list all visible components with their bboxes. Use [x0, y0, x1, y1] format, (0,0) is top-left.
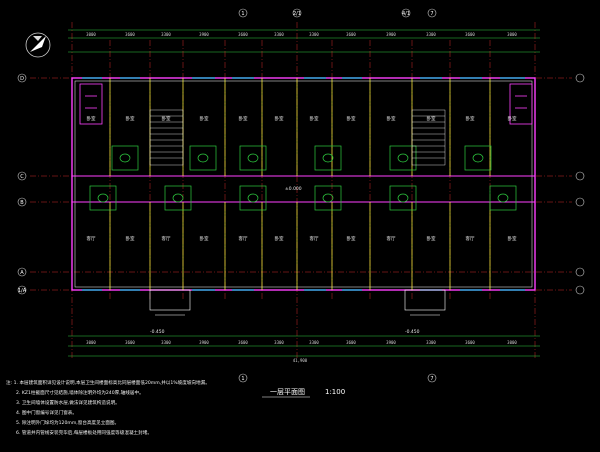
dimension-text: 3900 [199, 340, 209, 345]
windows [82, 77, 525, 291]
top-dimension-lines [68, 29, 540, 53]
room-label: 客厅 [387, 235, 396, 242]
dimension-text: 3900 [199, 32, 209, 37]
room-label: 客厅 [310, 235, 319, 242]
axis-top-2: 2/1 [293, 11, 301, 17]
drawing-scale: 1:100 [325, 388, 345, 396]
room-label: 卧室 [162, 115, 171, 122]
note-line-1: 注: 1. 本层建筑面积详见设计说明,本层卫生间楼面标高比同层楼面低20mm,并… [6, 379, 210, 386]
note-line-4: 4. 图中门窗编号详见门窗表。 [16, 409, 77, 416]
dimension-text: 3300 [274, 340, 284, 345]
dimension-text: 3600 [465, 32, 475, 37]
stairs [149, 109, 446, 166]
note-line-5: 5. 除注明外门垛均为120mm,窗台高度见立面图。 [16, 419, 119, 426]
note-line-3: 3. 卫生间墙体设置防水层,做法详见建筑构造说明。 [16, 399, 120, 406]
room-label: 卧室 [275, 235, 284, 242]
dimension-text: 3000 [507, 32, 517, 37]
note-line-2: 2. KZ1柱截面尺寸见结施,墙体除注明外均为240厚,轴线居中。 [16, 389, 144, 396]
end-toilets [79, 83, 533, 125]
left-axis-labels: D C B A 1/A [17, 73, 27, 295]
axis-left-B: B [20, 200, 24, 206]
dimension-text: 3000 [86, 32, 96, 37]
dimension-text: 3300 [274, 32, 284, 37]
drawing-title-block: 一层平面图 1:100 [262, 388, 345, 398]
exterior-walls-inner [74, 80, 533, 288]
dimension-text: 3300 [161, 32, 171, 37]
dimension-text: 3300 [309, 32, 319, 37]
axis-top-4: 7 [430, 11, 433, 17]
room-label: 卧室 [387, 115, 396, 122]
elevation-mark-1: -0.450 [150, 329, 165, 335]
dimension-text: 3600 [346, 32, 356, 37]
dimension-text: 3300 [426, 32, 436, 37]
bathroom-fixtures [89, 145, 517, 211]
room-label: 卧室 [347, 115, 356, 122]
room-labels-south: 客厅 卧室 客厅 卧室 客厅 卧室 客厅 卧室 客厅 卧室 客厅 卧室 [87, 235, 517, 242]
room-label: 卧室 [508, 235, 517, 242]
axis-left-1A: 1/A [18, 288, 27, 294]
dimension-text: 3900 [386, 32, 396, 37]
right-axis-markers [575, 73, 585, 295]
dimension-text: 3300 [426, 340, 436, 345]
top-axis-labels: 1 2/1 4/1 7 [238, 8, 437, 18]
room-label: 卧室 [126, 235, 135, 242]
room-label: 卧室 [275, 115, 284, 122]
axis-top-3: 4/1 [402, 11, 410, 17]
room-label: 客厅 [239, 235, 248, 242]
dimension-text: 3600 [238, 340, 248, 345]
axis-top-1: 1 [241, 11, 244, 17]
room-label: 卧室 [87, 115, 96, 122]
top-dimension-texts: 3000 3600 3300 3900 3600 3300 3300 3600 3900 3300… [86, 32, 517, 37]
dimension-text: 3600 [125, 32, 135, 37]
axis-bottom-7: 7 [430, 376, 433, 382]
dimension-text: 3900 [386, 340, 396, 345]
dimension-text: 3000 [507, 340, 517, 345]
room-label: 卧室 [347, 235, 356, 242]
bottom-dimension-lines [68, 335, 540, 357]
room-label: 卧室 [427, 235, 436, 242]
corridor-walls [72, 175, 535, 203]
dimension-text: 3600 [465, 340, 475, 345]
room-label: 卧室 [466, 115, 475, 122]
room-label: 客厅 [87, 235, 96, 242]
exterior-walls [71, 77, 536, 291]
north-arrow-icon [25, 32, 51, 58]
room-label: 客厅 [466, 235, 475, 242]
room-label: 卧室 [427, 115, 436, 122]
design-notes: 注: 1. 本层建筑面积详见设计说明,本层卫生间楼面标高比同层楼面低20mm,并… [6, 379, 210, 436]
room-label: 卧室 [310, 115, 319, 122]
room-label: 卧室 [200, 235, 209, 242]
elevation-marks: -0.450 -0.450 ±0.000 [150, 186, 420, 335]
axis-left-C: C [20, 174, 24, 180]
elevation-mark-3: ±0.000 [285, 186, 302, 192]
room-label: 客厅 [162, 235, 171, 242]
dimension-text: 3300 [161, 340, 171, 345]
room-label: 卧室 [239, 115, 248, 122]
note-line-6: 6. 管道井内管线安装完毕后,每层楼板处用同强度等级混凝土封堵。 [16, 429, 152, 436]
dimension-text: 3600 [346, 340, 356, 345]
entrance-porch [149, 289, 446, 316]
dimension-text: 3600 [125, 340, 135, 345]
dimension-text: 3600 [238, 32, 248, 37]
axis-left-D: D [20, 76, 24, 82]
bottom-dimension-texts: 3000 3600 3300 3900 3600 3300 3300 3600 3900 3300… [86, 340, 517, 345]
overall-dimension: 41,900 [293, 358, 308, 363]
room-label: 卧室 [508, 115, 517, 122]
room-label: 卧室 [126, 115, 135, 122]
elevation-mark-2: -0.450 [405, 329, 420, 335]
bottom-axis-labels: 1 7 [238, 373, 437, 383]
drawing-title: 一层平面图 [270, 388, 305, 396]
room-labels-north: 卧室 卧室 卧室 卧室 卧室 卧室 卧室 卧室 卧室 卧室 卧室 卧室 [87, 115, 517, 122]
axis-bottom-1: 1 [241, 376, 244, 382]
dimension-text: 3000 [86, 340, 96, 345]
room-label: 卧室 [200, 115, 209, 122]
axis-left-A: A [20, 270, 24, 276]
dimension-text: 3300 [309, 340, 319, 345]
